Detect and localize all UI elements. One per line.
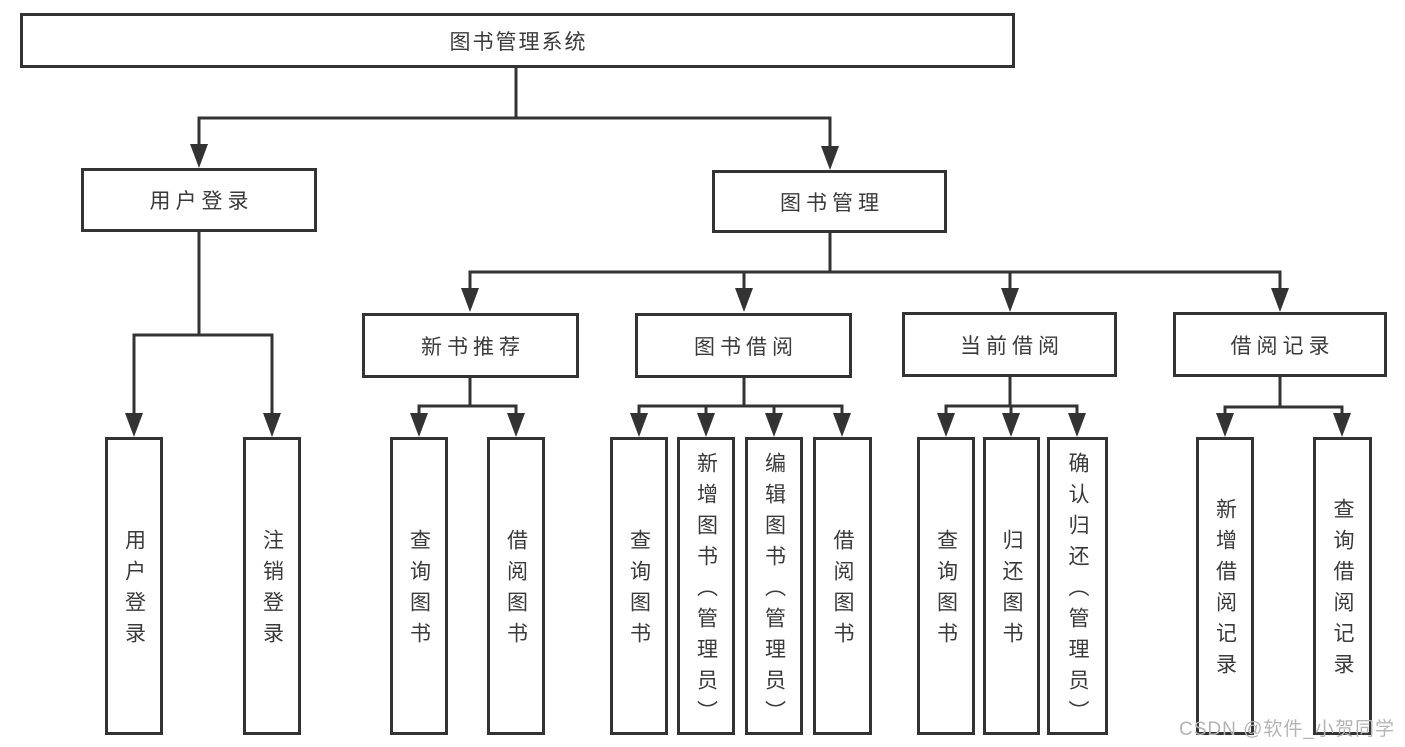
node-borrowing-records: 借阅记录 (1173, 312, 1387, 377)
connector-userlogin-branch (132, 232, 274, 418)
leaf-borrow-books-recommend: 借阅图书 (487, 437, 545, 735)
arrow-icon (1271, 288, 1289, 312)
arrow-icon (630, 413, 648, 437)
node-label: 确认归还（管理员） (1066, 451, 1089, 731)
leaf-add-borrow-record: 新增借阅记录 (1196, 437, 1254, 735)
node-label: 注销登录 (260, 529, 284, 653)
arrow-icon (765, 413, 783, 437)
leaf-add-book-admin: 新增图书（管理员） (677, 437, 735, 735)
connector-root-to-level2 (197, 68, 832, 150)
arrow-icon (1068, 413, 1086, 437)
arrow-icon (410, 413, 428, 437)
node-label: 新增借阅记录 (1213, 498, 1237, 684)
node-label: 查询图书 (627, 529, 651, 653)
node-label: 编辑图书（管理员） (762, 451, 786, 731)
csdn-watermark: CSDN @软件_小贺同学 (1179, 719, 1395, 740)
arrow-icon (507, 413, 525, 437)
node-label: 借阅图书 (504, 529, 528, 653)
node-label: 用户登录 (149, 190, 254, 213)
leaf-return-book: 归还图书 (983, 437, 1040, 735)
arrow-icon (461, 288, 479, 312)
arrow-icon (697, 413, 715, 437)
node-label: 借阅记录 (1230, 334, 1335, 358)
node-label: 查询图书 (934, 529, 958, 653)
node-new-book-recommendation: 新书推荐 (362, 313, 579, 378)
node-label: 图书管理 (780, 191, 884, 215)
arrow-icon (735, 288, 753, 312)
node-label: 归还图书 (1000, 529, 1023, 653)
node-current-borrowing: 当前借阅 (902, 312, 1117, 377)
arrow-icon (821, 146, 839, 170)
node-library-management-system: 图书管理系统 (20, 13, 1015, 68)
node-label: 新增图书（管理员） (694, 451, 718, 731)
node-user-login: 用户登录 (81, 168, 317, 232)
node-book-management: 图书管理 (712, 170, 947, 233)
arrow-icon (1002, 413, 1020, 437)
arrow-icon (1216, 413, 1234, 437)
node-label: 用户登录 (122, 529, 146, 653)
connector-currentborrow-branch (944, 377, 1079, 418)
arrowheads (125, 144, 1351, 437)
node-label: 查询借阅记录 (1331, 498, 1354, 684)
node-label: 当前借阅 (960, 334, 1064, 358)
node-book-borrowing: 图书借阅 (635, 313, 852, 378)
leaf-edit-book-admin: 编辑图书（管理员） (745, 437, 803, 735)
leaf-query-books-borrow: 查询图书 (610, 437, 668, 735)
connector-bookborrow-branch (637, 378, 844, 418)
node-label: 图书借阅 (694, 335, 798, 359)
node-label: 图书管理系统 (449, 30, 588, 54)
leaf-query-books-current: 查询图书 (917, 437, 975, 735)
arrow-icon (263, 413, 281, 437)
leaf-borrow-books-borrow: 借阅图书 (813, 437, 872, 735)
leaf-confirm-return-admin: 确认归还（管理员） (1047, 437, 1108, 735)
node-label: 新书推荐 (421, 335, 525, 359)
connector-borrowrecord-branch (1223, 377, 1344, 418)
node-label: 查询图书 (407, 529, 431, 653)
arrow-icon (125, 413, 143, 437)
leaf-query-books-recommend: 查询图书 (390, 437, 448, 735)
arrow-icon (1001, 288, 1019, 312)
arrow-icon (937, 413, 955, 437)
connector-newbook-branch (417, 378, 518, 418)
leaf-query-borrow-record: 查询借阅记录 (1313, 437, 1372, 735)
connector-bookmgmt-to-level3 (468, 233, 1282, 292)
arrow-icon (1333, 413, 1351, 437)
leaf-logout: 注销登录 (243, 437, 301, 735)
arrow-icon (833, 413, 851, 437)
leaf-user-login: 用户登录 (105, 437, 163, 735)
node-label: 借阅图书 (831, 529, 854, 653)
arrow-icon (190, 144, 208, 168)
